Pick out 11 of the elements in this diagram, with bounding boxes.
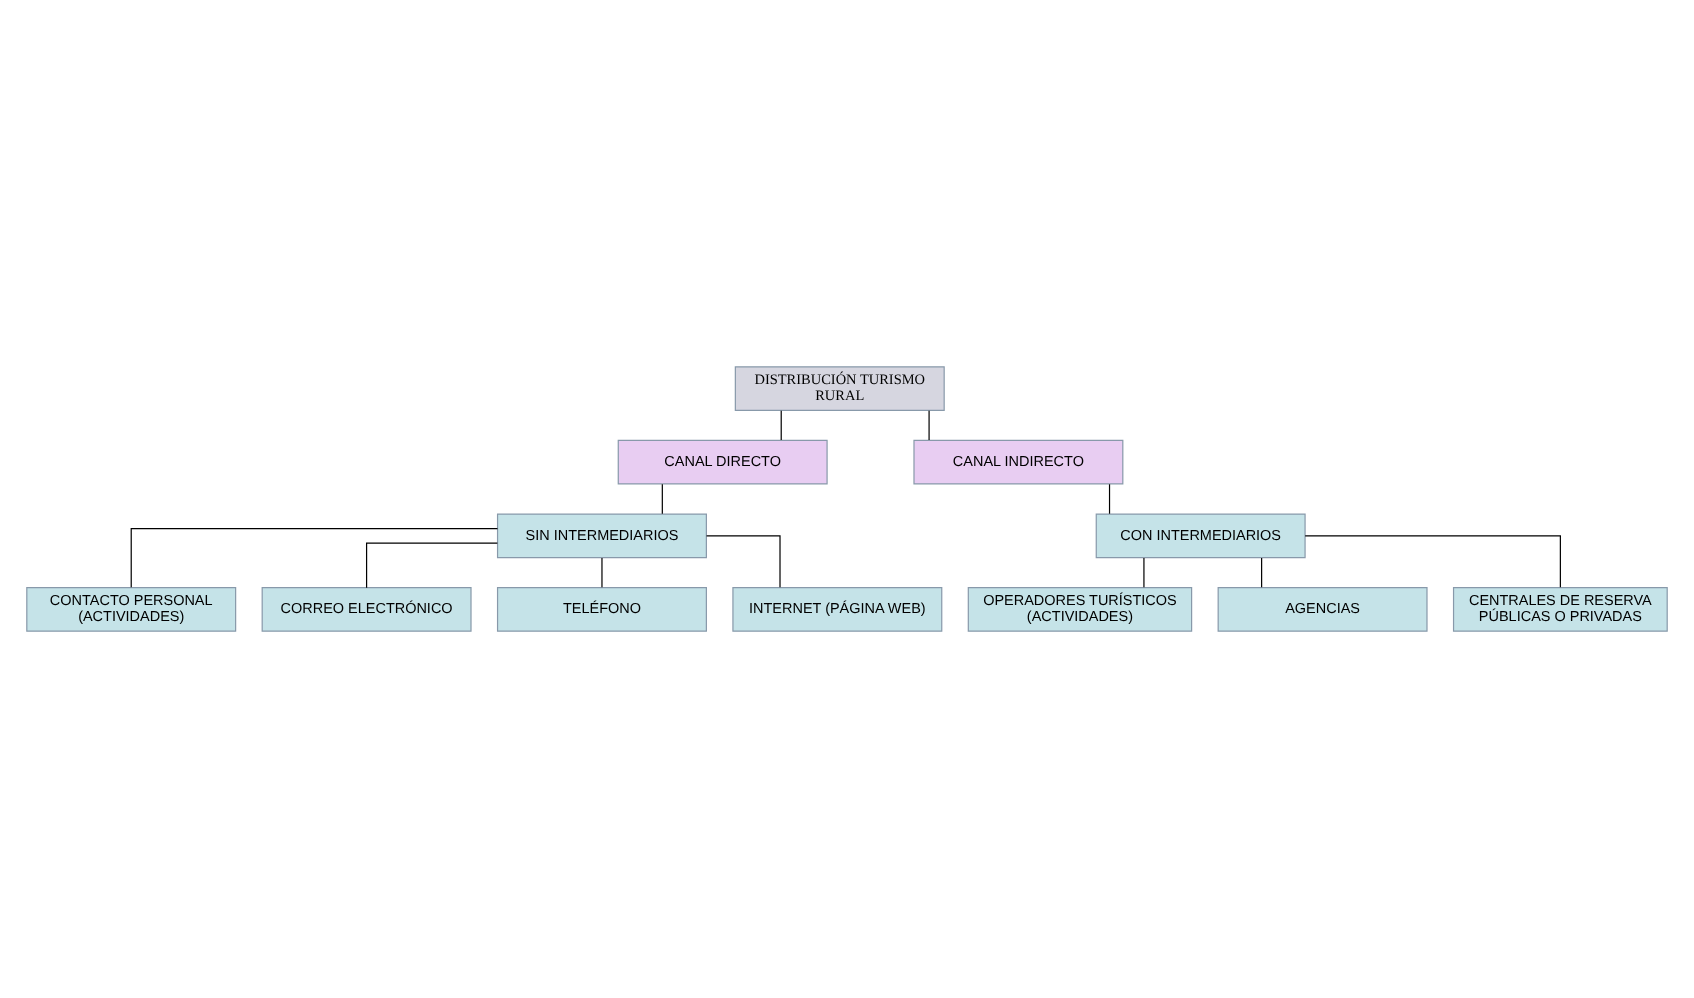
connector	[130, 527, 499, 588]
connector	[1143, 557, 1145, 588]
connector	[661, 483, 663, 515]
connector	[366, 542, 498, 589]
connector	[1304, 535, 1561, 588]
connector	[705, 535, 781, 588]
connector	[1108, 483, 1111, 515]
connector	[601, 557, 603, 588]
connector	[1261, 557, 1263, 588]
connector	[928, 410, 930, 441]
connector	[780, 410, 782, 441]
